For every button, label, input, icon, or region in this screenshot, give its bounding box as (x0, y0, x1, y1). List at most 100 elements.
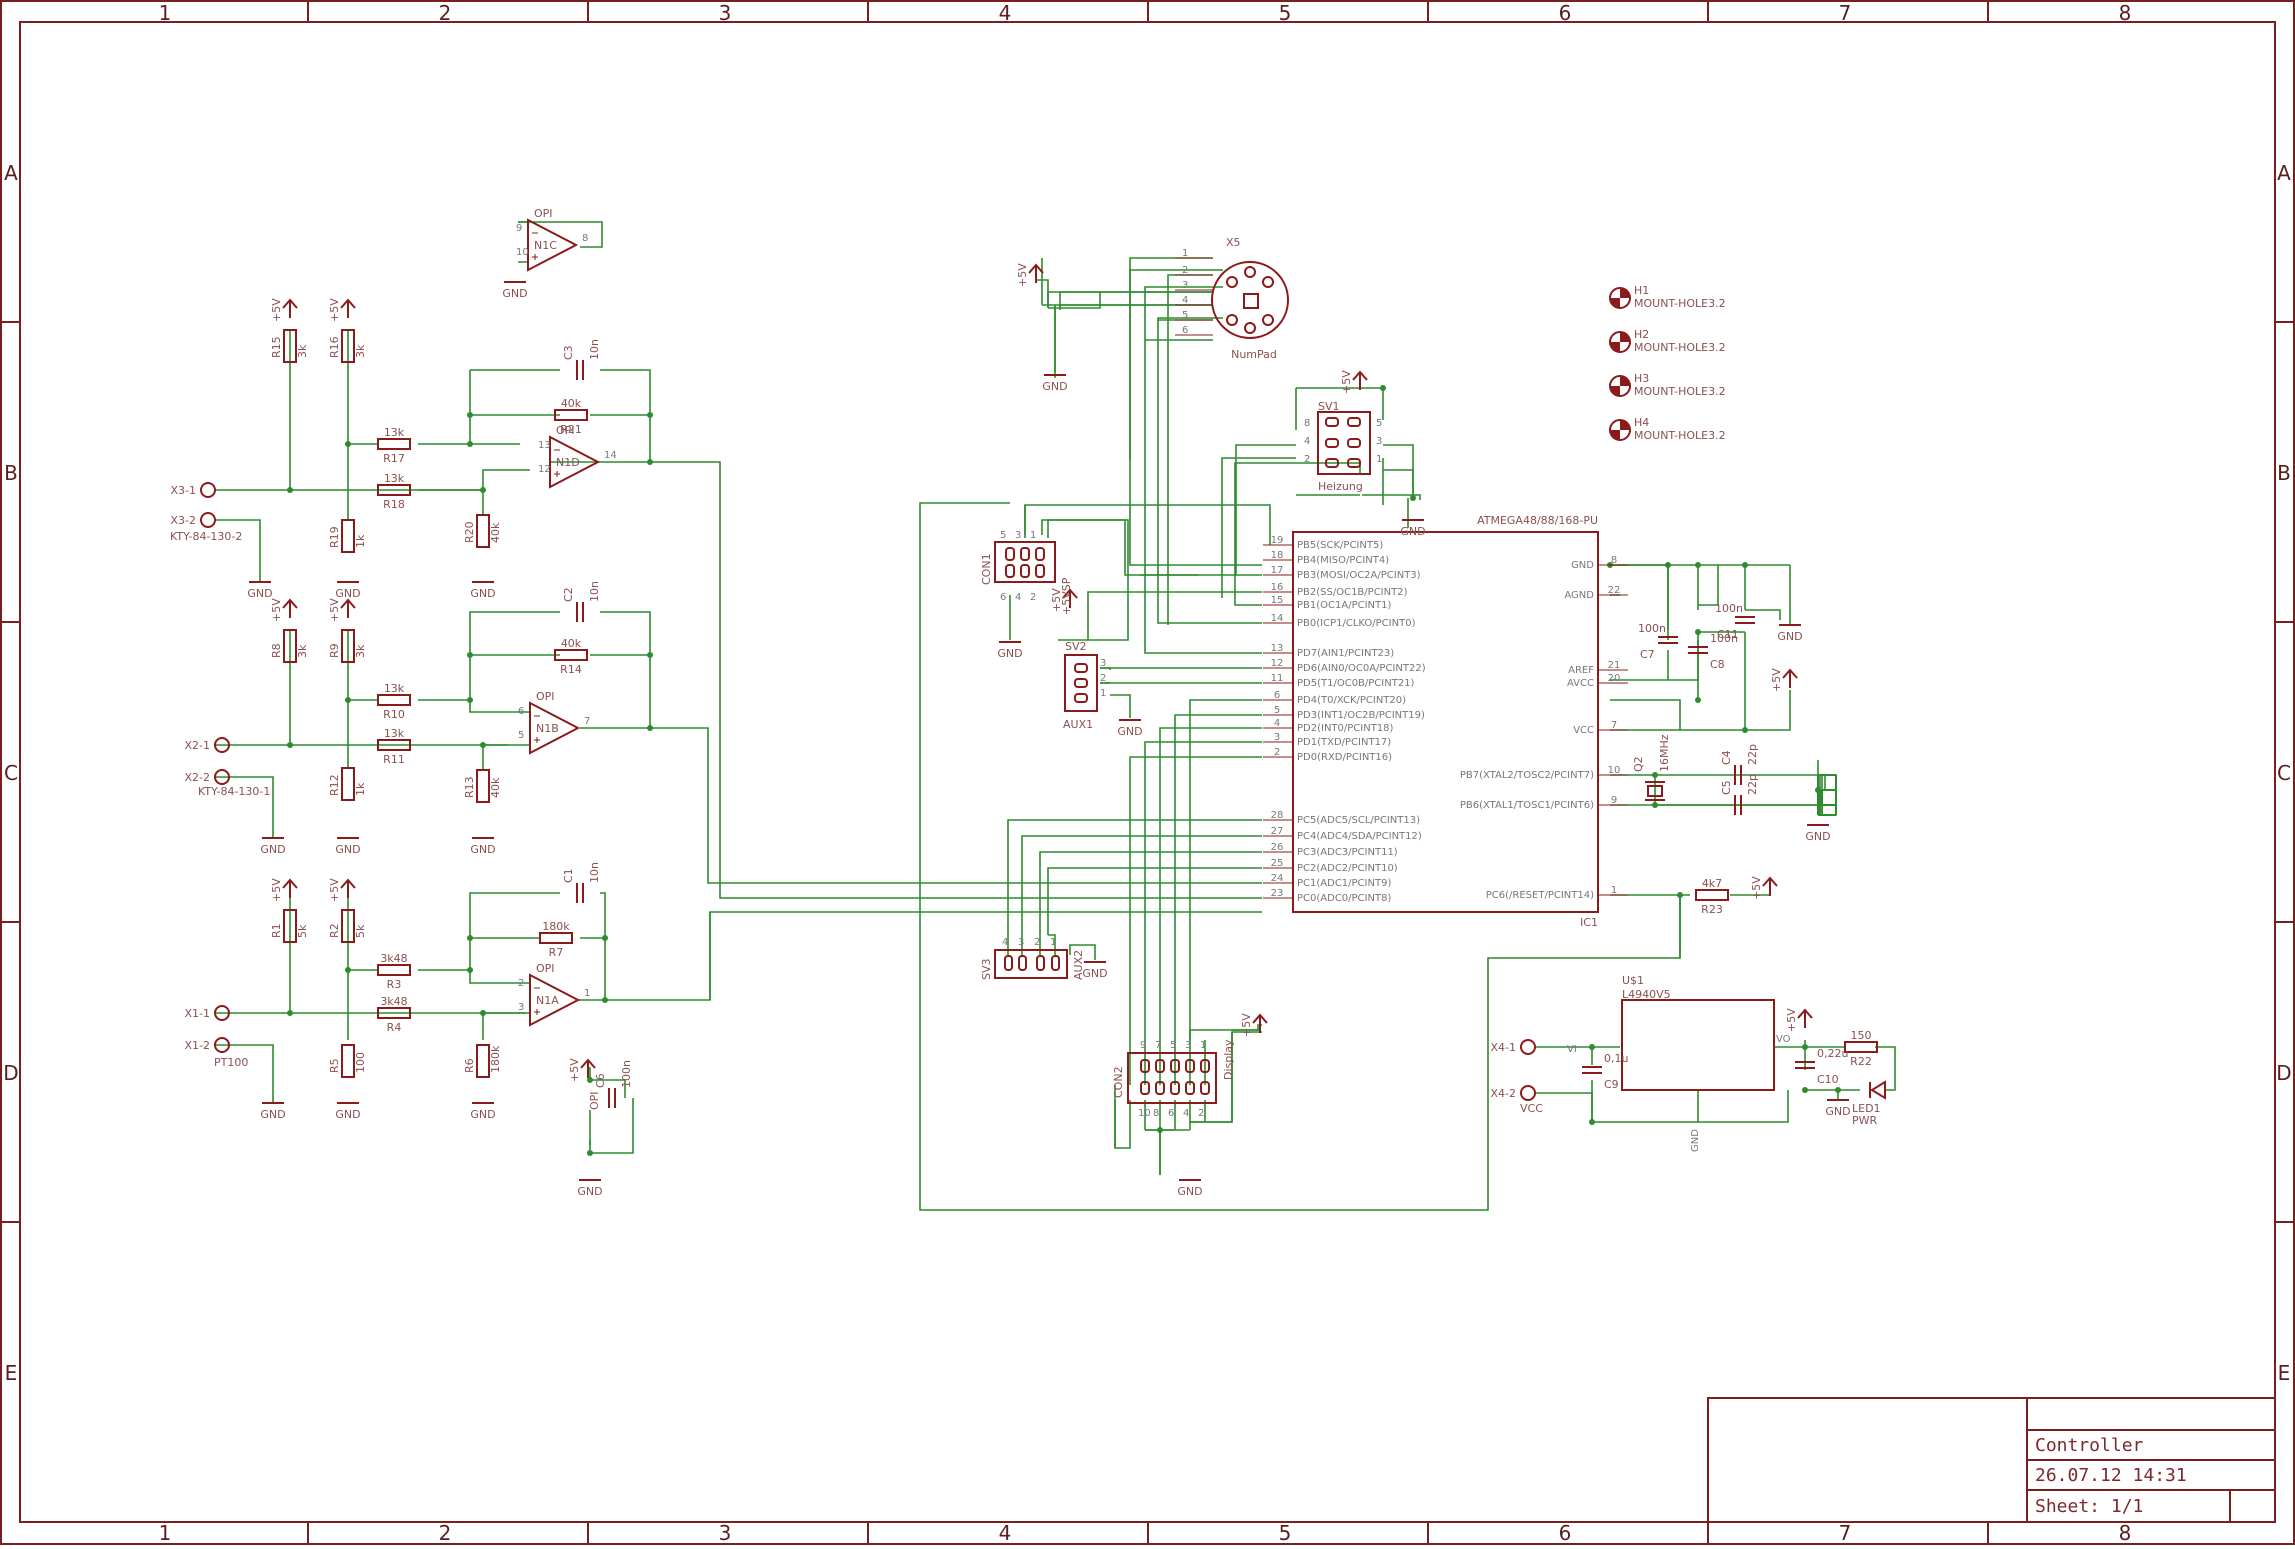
opamp-n1a-unit: N1A (536, 994, 559, 1007)
mcu-pin-3-name: PD1(TXD/PCINT17) (1297, 737, 1391, 748)
u1-ref: U$1 (1622, 974, 1644, 987)
resistor-r7 (539, 932, 573, 944)
terminal-x4-2[interactable] (1520, 1085, 1536, 1101)
mcu-pin-19-num: 19 (1271, 535, 1284, 546)
resistor-r9 (341, 629, 355, 663)
resistor-r3-value: 3k48 (380, 952, 407, 965)
con2-bpin-8: 8 (1153, 1108, 1159, 1119)
label-pt100: PT100 (214, 1056, 248, 1069)
mcu-rpin-20-num: 20 (1608, 673, 1621, 684)
resistor-r6-ref: R6 (463, 1058, 476, 1073)
con1-tpin-1: 1 (1030, 530, 1036, 541)
mcu-pin-14-name: PB0(ICP1/CLKO/PCINT0) (1297, 618, 1416, 629)
vcc-r2 (340, 878, 356, 898)
mount-hole-h2-ref: H2 (1634, 328, 1649, 341)
con1-bpin-2: 2 (1030, 592, 1036, 603)
resistor-r15-ref: R15 (270, 336, 283, 358)
title-block-title: Controller (2035, 1435, 2144, 1456)
mcu-ic1 (1263, 531, 1628, 913)
resistor-r15 (283, 329, 297, 363)
title-block: Controller 26.07.12 14:31 Sheet: 1/1 (1707, 1397, 2276, 1523)
crystal-q2-ref: Q2 (1632, 756, 1645, 772)
mount-hole-h4 (1609, 419, 1631, 441)
resistor-r8-value: 3k (296, 644, 309, 658)
resistor-r22 (1844, 1041, 1878, 1053)
vcc-r8-label: +5V (270, 598, 283, 622)
led1-ref: LED1 (1852, 1102, 1881, 1115)
connector-sv3-aux2 (994, 949, 1068, 979)
capacitor-c7-ref: C7 (1640, 648, 1655, 661)
sv1-lpin-4: 4 (1304, 436, 1310, 447)
capacitor-c3 (576, 360, 584, 380)
terminal-x1-1[interactable] (214, 1005, 230, 1021)
capacitor-c11-ref: C11 (1717, 628, 1739, 641)
terminal-x4-1[interactable] (1520, 1039, 1536, 1055)
frame-col-4-bottom: 4 (999, 1521, 1012, 1545)
mcu-rpin-21-num: 21 (1608, 660, 1621, 671)
resistor-r12-value: 1k (354, 782, 367, 796)
resistor-r8 (283, 629, 297, 663)
mcu-rpin-7-num: 7 (1611, 720, 1617, 731)
resistor-r16-value: 3k (354, 344, 367, 358)
resistor-r17 (377, 438, 411, 450)
terminal-x2-1[interactable] (214, 737, 230, 753)
gnd-r20-label: GND (470, 587, 495, 600)
frame-row-e: E (5, 1361, 18, 1385)
resistor-r12-ref: R12 (328, 774, 341, 796)
resistor-r4-value: 3k48 (380, 995, 407, 1008)
vcc-r1 (282, 878, 298, 898)
terminal-x3-1[interactable] (200, 482, 216, 498)
opamp-n1b-pin-a: 6 (518, 706, 524, 717)
resistor-r6 (476, 1044, 490, 1078)
capacitor-c1 (576, 883, 584, 903)
mcu-pin-28-name: PC5(ADC5/SCL/PCINT13) (1297, 815, 1420, 826)
mcu-pin-4-num: 4 (1274, 718, 1280, 729)
sv1-name: Heizung (1318, 480, 1363, 493)
capacitor-c6 (608, 1088, 616, 1108)
con1-bpin-4: 4 (1015, 592, 1021, 603)
crystal-q2 (1645, 781, 1665, 801)
terminal-x3-2-label: X3-2 (170, 514, 196, 527)
sv2-pin-1: 1 (1100, 688, 1106, 699)
resistor-r18-ref: R18 (383, 498, 405, 511)
resistor-r14-ref: R14 (560, 663, 582, 676)
resistor-r5-value: 100 (354, 1052, 367, 1073)
sv3-pin-2: 2 (1034, 937, 1040, 948)
terminal-x3-2[interactable] (200, 512, 216, 528)
u1-value: L4940V5 (1622, 988, 1671, 1001)
vcc-con2 (1252, 1013, 1268, 1033)
resistor-r5-ref: R5 (328, 1058, 341, 1073)
vcc-r16 (340, 298, 356, 318)
resistor-r2-value: 5k (354, 924, 367, 938)
mcu-pin-24-name: PC1(ADC1/PCINT9) (1297, 878, 1391, 889)
mcu-pin-25-num: 25 (1271, 858, 1284, 869)
mcu-pin-13-num: 13 (1271, 643, 1284, 654)
mcu-rpin-22-name: AGND (1564, 590, 1594, 601)
connector-sv1-heizung (1317, 411, 1371, 475)
gnd-mcu-label: GND (1777, 630, 1802, 643)
resistor-r1-value: 5k (296, 924, 309, 938)
resistor-r21 (554, 409, 588, 421)
vcc-mcu (1782, 668, 1798, 688)
con1-tpin-5: 5 (1000, 530, 1006, 541)
capacitor-c1-ref: C1 (562, 868, 575, 883)
x5-pin-2: 2 (1182, 265, 1188, 276)
terminal-x2-1-label: X2-1 (184, 739, 210, 752)
capacitor-c3-ref: C3 (562, 345, 575, 360)
frame-col-7: 7 (1839, 1, 1852, 25)
mcu-pin-15-name: PB1(OC1A/PCINT1) (1297, 600, 1391, 611)
u1-gnd: GND (1690, 1129, 1701, 1152)
capacitor-c9-ref: C9 (1604, 1078, 1619, 1091)
resistor-r15-value: 3k (296, 344, 309, 358)
mcu-name: ATMEGA48/88/168-PU (1477, 514, 1598, 527)
terminal-x2-2[interactable] (214, 769, 230, 785)
frame-row-a: A (4, 161, 18, 185)
mcu-pin-23-num: 23 (1271, 888, 1284, 899)
opamp-n1a-pin-b: 3 (518, 1002, 524, 1013)
opamp-n1a-pin-a: 2 (518, 978, 524, 989)
capacitor-c6-value: 100n (620, 1060, 633, 1088)
terminal-x1-2[interactable] (214, 1037, 230, 1053)
terminal-x1-2-label: X1-2 (184, 1039, 210, 1052)
mcu-rpin-20-name: AVCC (1567, 678, 1594, 689)
